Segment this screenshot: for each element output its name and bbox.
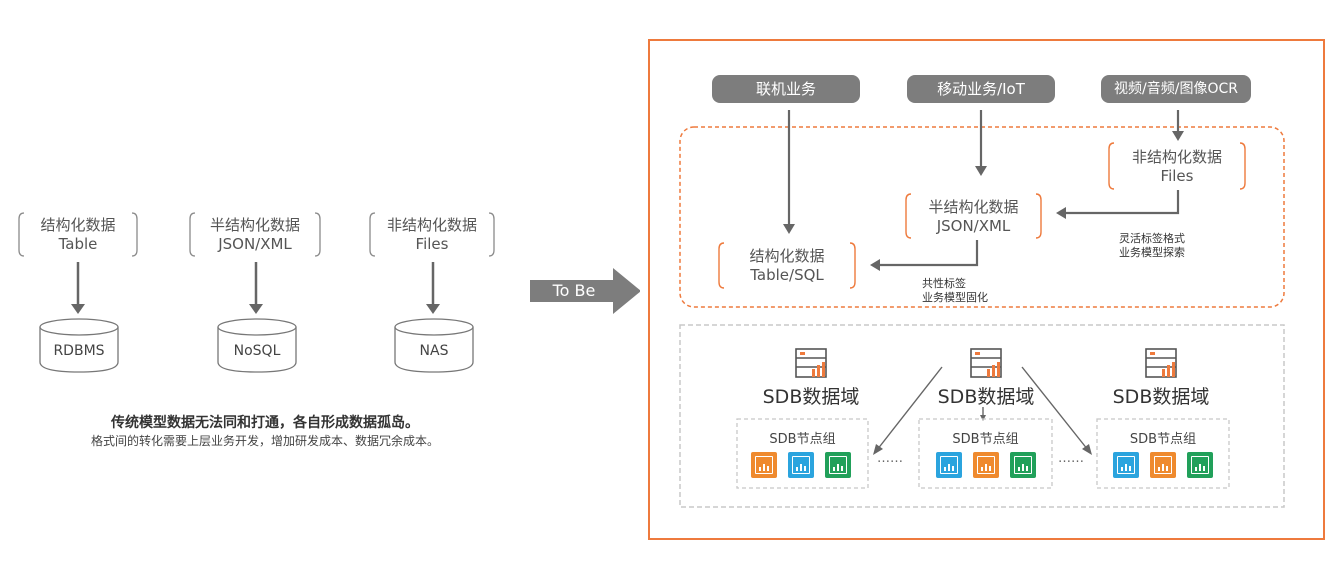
sdb-domain-1-title: SDB数据域 <box>762 386 860 408</box>
node-orange-icon <box>973 452 999 478</box>
node-orange-icon <box>1150 452 1176 478</box>
target-unstructured: 非结构化数据 Files <box>1110 148 1244 186</box>
source-unstructured-title: 非结构化数据 <box>386 216 477 234</box>
target-structured-sub: Table/SQL <box>750 266 824 284</box>
node-bar <box>800 464 802 471</box>
node-bar <box>759 467 761 471</box>
source-semi-title: 半结构化数据 <box>209 216 300 234</box>
target-semi-structured: 半结构化数据 JSON/XML <box>906 198 1041 236</box>
node-green-icon <box>1010 452 1036 478</box>
target-unstructured-title: 非结构化数据 <box>1131 148 1222 166</box>
node-bar <box>1018 467 1020 471</box>
app-online-business: 联机业务 <box>712 75 860 103</box>
node-bar <box>841 466 843 471</box>
node-frame <box>940 456 958 474</box>
app-media-ocr: 视频/音频/图像OCR <box>1101 75 1251 103</box>
node-group-3-title: SDB节点组 <box>1129 432 1197 447</box>
node-bar <box>804 466 806 471</box>
server-icons <box>795 348 1177 378</box>
node-bar <box>1203 466 1205 471</box>
node-bar <box>952 466 954 471</box>
node-green-icon <box>1187 452 1213 478</box>
node-blue-icon <box>936 452 962 478</box>
target-unstructured-sub: Files <box>1160 167 1194 185</box>
app-mobile-iot: 移动业务/IoT <box>907 75 1055 103</box>
store-rdbms: RDBMS <box>53 343 105 359</box>
ellipsis-1: …… <box>877 451 903 466</box>
target-structured: 结构化数据 Table/SQL <box>720 247 854 285</box>
node-green-icon <box>825 452 851 478</box>
node-bar <box>1125 464 1127 471</box>
node-frame <box>755 456 773 474</box>
node-bar <box>948 464 950 471</box>
target-structured-title: 结构化数据 <box>749 247 825 265</box>
target-semi-sub: JSON/XML <box>936 217 1011 235</box>
node-group-2-title: SDB节点组 <box>952 432 1019 447</box>
node-frame <box>1117 456 1135 474</box>
legacy-subline: 格式间的转化需要上层业务开发，增加研发成本、数据冗余成本。 <box>90 434 439 448</box>
source-unstructured-sub: Files <box>415 235 449 253</box>
node-bar <box>1195 467 1197 471</box>
ellipsis-2: …… <box>1058 451 1084 466</box>
node-bar <box>833 467 835 471</box>
legacy-diagram-graphics <box>18 212 640 373</box>
node-bar <box>1026 466 1028 471</box>
caption-common-tags: 共性标签 业务模型固化 <box>922 277 988 304</box>
source-semi-sub: JSON/XML <box>218 235 292 253</box>
node-bar <box>1162 464 1164 471</box>
legacy-headline: 传统模型数据无法同和打通，各自形成数据孤岛。 <box>111 415 419 431</box>
node-blue-icon <box>788 452 814 478</box>
source-structured-title: 结构化数据 <box>40 216 116 234</box>
node-frame <box>829 456 847 474</box>
node-bar <box>1022 464 1024 471</box>
node-bar <box>989 466 991 471</box>
node-group-1-title: SDB节点组 <box>769 432 836 447</box>
source-semi-structured: 半结构化数据 JSON/XML <box>190 216 320 254</box>
node-bar <box>763 464 765 471</box>
node-bar <box>837 464 839 471</box>
node-blue-icon <box>1113 452 1139 478</box>
node-bar <box>796 467 798 471</box>
source-structured-sub: Table <box>58 235 98 253</box>
store-nas: NAS <box>419 343 449 359</box>
node-frame <box>1154 456 1172 474</box>
to-be-label: To Be <box>552 281 596 300</box>
node-frame <box>977 456 995 474</box>
node-bar <box>1199 464 1201 471</box>
node-bar <box>1166 466 1168 471</box>
node-bar <box>1158 467 1160 471</box>
node-frame <box>1191 456 1209 474</box>
node-bar <box>767 466 769 471</box>
node-bar <box>981 467 983 471</box>
node-bar <box>1129 466 1131 471</box>
caption-flexible-tags: 灵活标签格式 业务模型探索 <box>1119 232 1185 259</box>
store-nosql: NoSQL <box>233 343 281 359</box>
node-bar <box>985 464 987 471</box>
sdb-domain-3-title: SDB数据域 <box>1112 386 1210 408</box>
node-frame <box>1014 456 1032 474</box>
node-frame <box>792 456 810 474</box>
target-semi-title: 半结构化数据 <box>928 198 1019 216</box>
node-bar <box>944 467 946 471</box>
node-orange-icon <box>751 452 777 478</box>
node-bar <box>1121 467 1123 471</box>
source-structured: 结构化数据 Table <box>19 216 137 254</box>
sdb-domain-2-title: SDB数据域 <box>937 386 1035 408</box>
target-architecture-graphics <box>648 39 1325 540</box>
source-unstructured: 非结构化数据 Files <box>370 216 494 254</box>
